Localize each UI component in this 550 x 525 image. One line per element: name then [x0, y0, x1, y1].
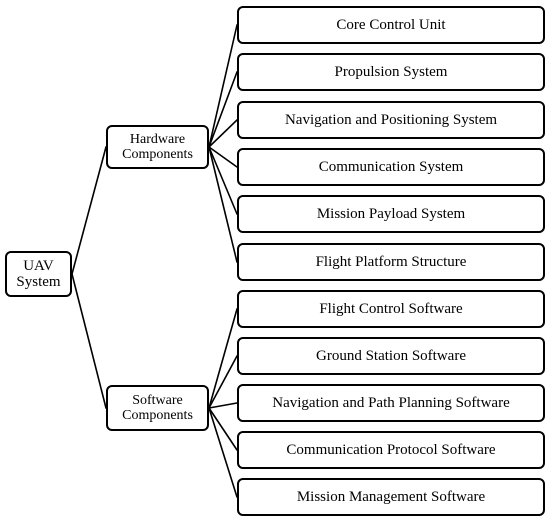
connector-hardware-to-leaf-3	[208, 146, 238, 168]
group-node-hardware-components: Hardware Components	[106, 125, 209, 169]
leaf-ground-station-software: Ground Station Software	[237, 337, 545, 375]
leaf-navigation-path-planning-software: Navigation and Path Planning Software	[237, 384, 545, 422]
connector-root-to-software	[71, 273, 107, 409]
group-node-software-components: Software Components	[106, 385, 209, 431]
leaf-mission-payload-system: Mission Payload System	[237, 195, 545, 233]
connector-software-to-leaf-4	[208, 407, 238, 498]
connector-root-to-hardware	[71, 146, 107, 275]
connector-hardware-to-leaf-5	[208, 146, 238, 263]
root-node-uav-system: UAV System	[5, 251, 72, 297]
leaf-communication-protocol-software: Communication Protocol Software	[237, 431, 545, 469]
connector-software-to-leaf-0	[208, 308, 238, 409]
leaf-flight-platform-structure: Flight Platform Structure	[237, 243, 545, 281]
connector-hardware-to-leaf-0	[208, 24, 238, 148]
connector-software-to-leaf-3	[208, 407, 238, 451]
connector-hardware-to-leaf-4	[208, 146, 238, 215]
connector-hardware-to-leaf-2	[208, 119, 238, 148]
leaf-core-control-unit: Core Control Unit	[237, 6, 545, 44]
connector-software-to-leaf-1	[208, 355, 238, 409]
connector-hardware-to-leaf-1	[208, 71, 238, 148]
leaf-propulsion-system: Propulsion System	[237, 53, 545, 91]
leaf-navigation-positioning-system: Navigation and Positioning System	[237, 101, 545, 139]
leaf-flight-control-software: Flight Control Software	[237, 290, 545, 328]
leaf-communication-system: Communication System	[237, 148, 545, 186]
leaf-mission-management-software: Mission Management Software	[237, 478, 545, 516]
connector-software-to-leaf-2	[208, 402, 238, 409]
